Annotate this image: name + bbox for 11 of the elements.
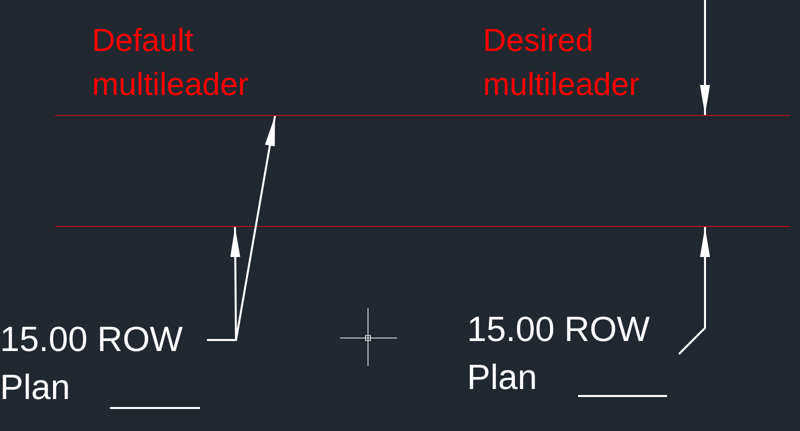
leader-arrow [700,0,710,115]
annotation-text: 15.00 ROW [0,319,183,361]
annotation-text: Plan [0,367,70,409]
reference-line [55,226,790,227]
leader-arrow [207,116,276,341]
annotation-text: Plan [467,357,538,399]
reference-line [55,115,790,116]
leader-arrow [678,227,710,355]
annotation-label: Default multileader [92,21,250,104]
annotation-text: 15.00 ROW [467,309,650,351]
annotation-label: Desired multileader [483,21,641,104]
